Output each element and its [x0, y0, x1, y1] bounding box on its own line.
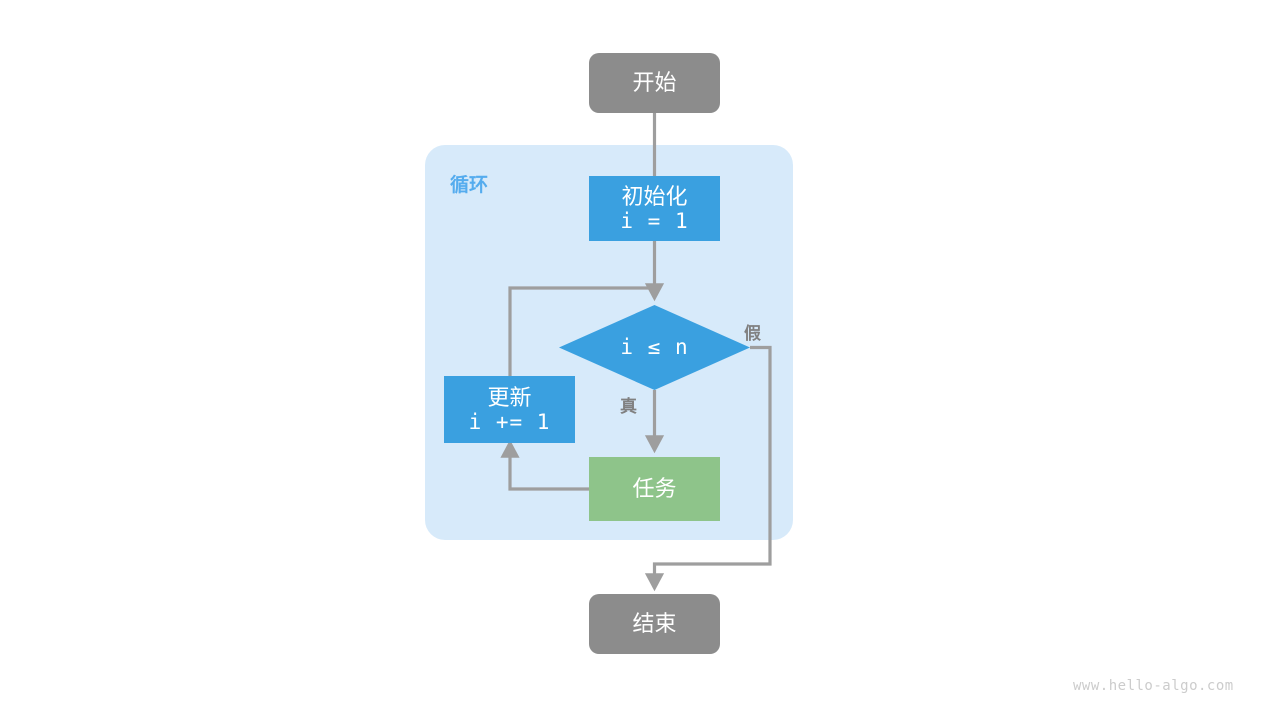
edge-update-to-condition: [508, 286, 655, 376]
watermark: www.hello-algo.com: [1073, 678, 1234, 694]
loop-group-label: 循环: [450, 175, 489, 196]
node-start[interactable]: [589, 53, 720, 113]
node-update[interactable]: [444, 376, 575, 443]
node-init[interactable]: [589, 176, 720, 241]
node-condition[interactable]: [559, 305, 750, 390]
edge-condition-to-end: [644, 345, 772, 592]
edge-task-to-update: [500, 439, 589, 491]
node-end[interactable]: [589, 594, 720, 654]
node-task[interactable]: [589, 457, 720, 521]
